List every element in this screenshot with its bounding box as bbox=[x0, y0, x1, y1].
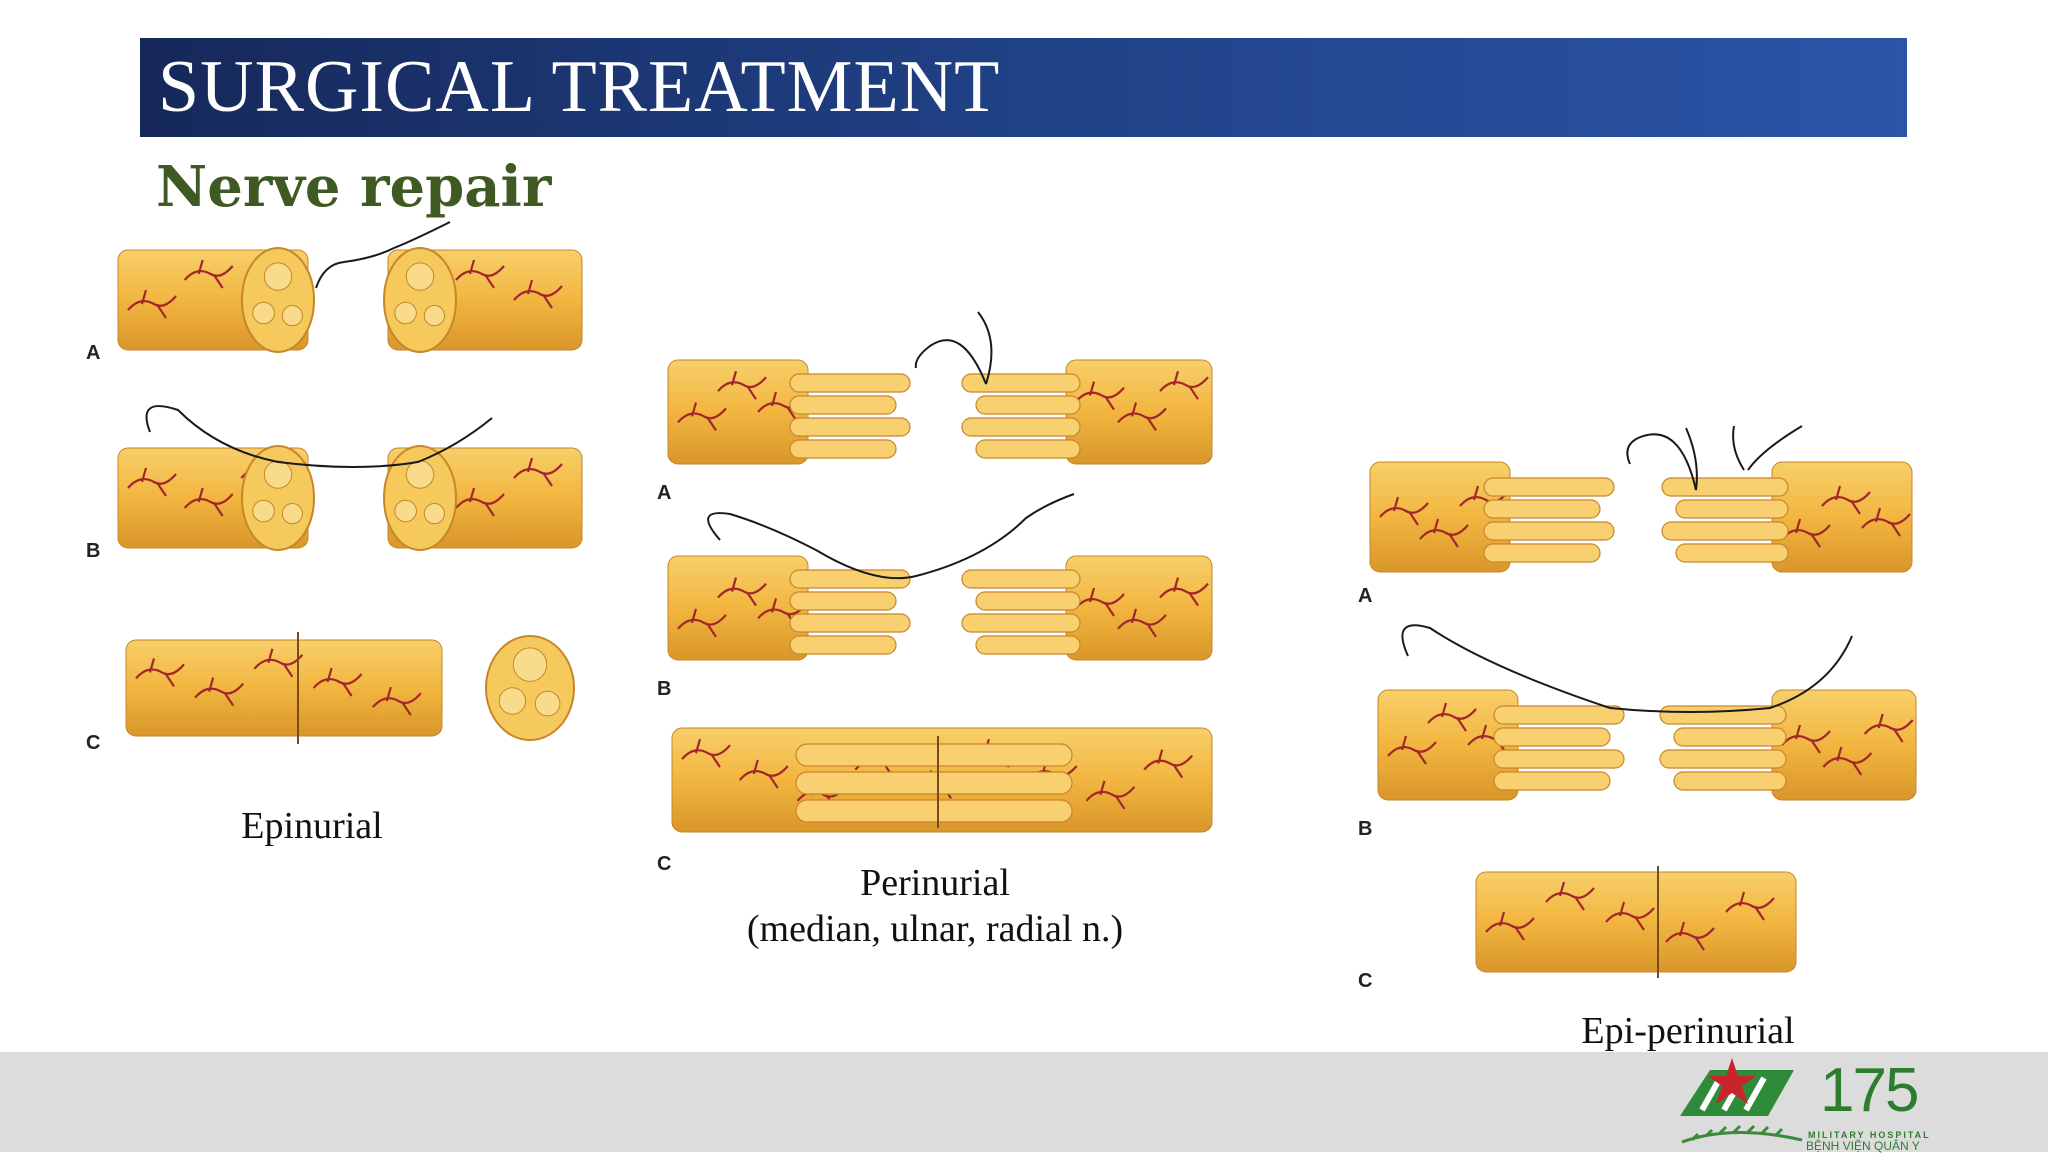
fascicle bbox=[405, 262, 435, 291]
epi-perinurial-b-fascicle bbox=[1673, 727, 1787, 747]
perinurial-a-fascicle bbox=[789, 439, 897, 459]
perinurial-a-fascicle bbox=[961, 417, 1081, 437]
blood-vessel bbox=[1075, 370, 1209, 432]
epi-perinurial-b-distal-stump bbox=[1771, 689, 1917, 801]
fascicle bbox=[394, 499, 417, 523]
epinurial-panel-c-label: C bbox=[86, 732, 101, 754]
perinurial-panel-a-label: A bbox=[657, 482, 672, 504]
epinurial-b-cross-section bbox=[241, 445, 315, 551]
perinurial-panel-b-label: B bbox=[657, 678, 672, 700]
slide-subtitle: Nerve repair bbox=[156, 154, 552, 220]
perinurial-a-fascicle bbox=[975, 395, 1081, 415]
epi-perinurial-a-suture bbox=[1626, 425, 1803, 491]
perinurial-a-fascicle bbox=[789, 417, 911, 437]
fascicle bbox=[281, 503, 303, 525]
epi-perinurial-b-fascicle bbox=[1493, 705, 1625, 725]
epi-perinurial-a-fascicle bbox=[1483, 521, 1615, 541]
perinurial-b-distal-stump bbox=[1065, 555, 1213, 661]
epi-perinurial-b-suture bbox=[1401, 624, 1853, 713]
blood-vessel bbox=[135, 648, 422, 716]
epinurial-a-cross-section bbox=[383, 247, 457, 353]
epi-perinurial-c-repaired-nerve bbox=[1475, 871, 1797, 973]
epi-perinurial-b-fascicle bbox=[1493, 771, 1611, 791]
blood-vessel bbox=[677, 370, 807, 432]
perinurial-a-distal-stump bbox=[1065, 359, 1213, 465]
epi-perinurial-caption: Epi-perinurial bbox=[1581, 1010, 1795, 1052]
hospital-logo-number: 175 bbox=[1820, 1056, 1919, 1125]
perinurial-a-fascicle bbox=[975, 439, 1081, 459]
perinurial-b-fascicle bbox=[789, 613, 911, 633]
epi-perinurial-b-fascicle bbox=[1659, 705, 1787, 725]
fascicle bbox=[512, 647, 548, 682]
epi-perinurial-a-fascicle bbox=[1483, 477, 1615, 497]
perinurial-b-fascicle bbox=[789, 569, 911, 589]
epi-perinurial-b-fascicle bbox=[1493, 727, 1611, 747]
fascicle bbox=[423, 305, 445, 327]
epi-perinurial-a-distal-stump bbox=[1771, 461, 1913, 573]
perinurial-a-proximal-stump bbox=[667, 359, 809, 465]
perinurial-a-fascicle bbox=[789, 395, 897, 415]
epi-perinurial-a-fascicle bbox=[1675, 543, 1789, 563]
epi-perinurial-panel-a-label: A bbox=[1358, 585, 1373, 607]
epi-perinurial-b-fascicle bbox=[1673, 771, 1787, 791]
epi-perinurial-a-fascicle bbox=[1675, 499, 1789, 519]
epinurial-caption: Epinurial bbox=[241, 805, 383, 847]
fascicle bbox=[534, 690, 561, 717]
epi-perinurial-b-fascicle bbox=[1659, 749, 1787, 769]
epinurial-c-repaired-nerve bbox=[125, 639, 443, 737]
title-bar: SURGICAL TREATMENT bbox=[140, 38, 1907, 137]
hospital-logo-english: MILITARY HOSPITAL bbox=[1808, 1130, 1931, 1140]
perinurial-caption: Perinurial bbox=[860, 862, 1010, 904]
epinurial-b-cross-section bbox=[383, 445, 457, 551]
epi-perinurial-a-fascicle bbox=[1483, 543, 1601, 563]
perinurial-b-fascicle bbox=[961, 613, 1081, 633]
fascicle bbox=[423, 503, 445, 525]
hospital-logo-vietnamese: BỆNH VIỆN QUÂN Y bbox=[1806, 1139, 1920, 1153]
epi-perinurial-a-fascicle bbox=[1483, 499, 1601, 519]
fascicle bbox=[281, 305, 303, 327]
perinurial-c-fascicle bbox=[795, 771, 1073, 795]
blood-vessel bbox=[1075, 577, 1209, 638]
fascicle bbox=[252, 301, 275, 325]
perinurial-a-fascicle bbox=[961, 373, 1081, 393]
slide-title: SURGICAL TREATMENT bbox=[158, 46, 1001, 128]
epi-perinurial-a-fascicle bbox=[1661, 521, 1789, 541]
epinurial-a-cross-section bbox=[241, 247, 315, 353]
epi-perinurial-panel-c-label: C bbox=[1358, 970, 1373, 992]
fascicle bbox=[252, 499, 275, 523]
fascicle bbox=[263, 262, 293, 291]
perinurial-b-proximal-stump bbox=[667, 555, 809, 661]
epi-perinurial-a-fascicle bbox=[1661, 477, 1789, 497]
fascicle bbox=[263, 460, 293, 489]
perinurial-a-fascicle bbox=[789, 373, 911, 393]
perinurial-b-fascicle bbox=[961, 569, 1081, 589]
blood-vessel bbox=[1781, 713, 1914, 776]
fascicle bbox=[394, 301, 417, 325]
perinurial-c-fascicle bbox=[795, 799, 1073, 823]
perinurial-caption-detail: (median, ulnar, radial n.) bbox=[746, 908, 1124, 950]
epinurial-panel-b-label: B bbox=[86, 540, 101, 562]
perinurial-b-fascicle bbox=[789, 591, 897, 611]
epinurial-a-suture bbox=[315, 221, 451, 289]
perinurial-b-suture bbox=[707, 493, 1075, 580]
hospital-emblem-icon bbox=[1680, 1058, 1803, 1144]
blood-vessel bbox=[1485, 881, 1775, 951]
perinurial-b-fascicle bbox=[789, 635, 897, 655]
blood-vessel bbox=[1781, 485, 1911, 548]
fascicle bbox=[498, 687, 527, 715]
epinurial-panel-a-label: A bbox=[86, 342, 101, 364]
perinurial-b-fascicle bbox=[975, 591, 1081, 611]
perinurial-b-fascicle bbox=[975, 635, 1081, 655]
epi-perinurial-panel-b-label: B bbox=[1358, 818, 1373, 840]
perinurial-c-fascicle bbox=[795, 743, 1073, 767]
epinurial-b-suture bbox=[145, 405, 493, 468]
perinurial-panel-c-label: C bbox=[657, 853, 672, 875]
fascicle bbox=[405, 460, 435, 489]
epi-perinurial-b-fascicle bbox=[1493, 749, 1625, 769]
perinurial-a-suture bbox=[914, 311, 993, 385]
